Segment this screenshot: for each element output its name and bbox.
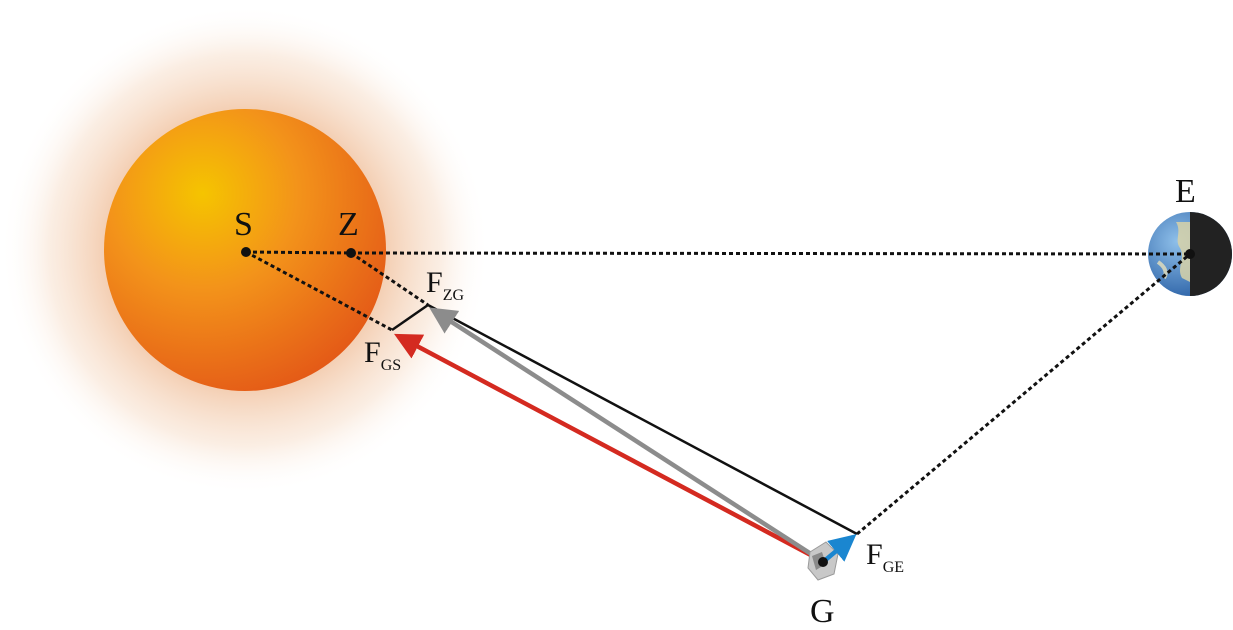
construction-line-gs-zg (391, 303, 429, 332)
label-z: Z (338, 206, 359, 243)
construction-line-zg-ge (427, 303, 858, 536)
force-vector-zg (429, 307, 824, 563)
point-z (346, 248, 356, 258)
force-vector-gs (394, 333, 824, 563)
dashed-line-g-e (856, 252, 1191, 536)
label-f-zg: FZG (426, 266, 464, 304)
label-f-ge: FGE (866, 538, 904, 576)
label-e: E (1175, 173, 1196, 210)
point-g (818, 557, 828, 567)
dashed-line-z-zg (350, 251, 429, 307)
force-vector-ge (821, 534, 857, 564)
point-e (1185, 249, 1195, 259)
label-g: G (810, 593, 835, 630)
label-f-gs: FGS (364, 336, 401, 374)
dashed-line-s-z (245, 250, 352, 255)
point-s (241, 247, 251, 257)
label-s: S (234, 206, 253, 243)
